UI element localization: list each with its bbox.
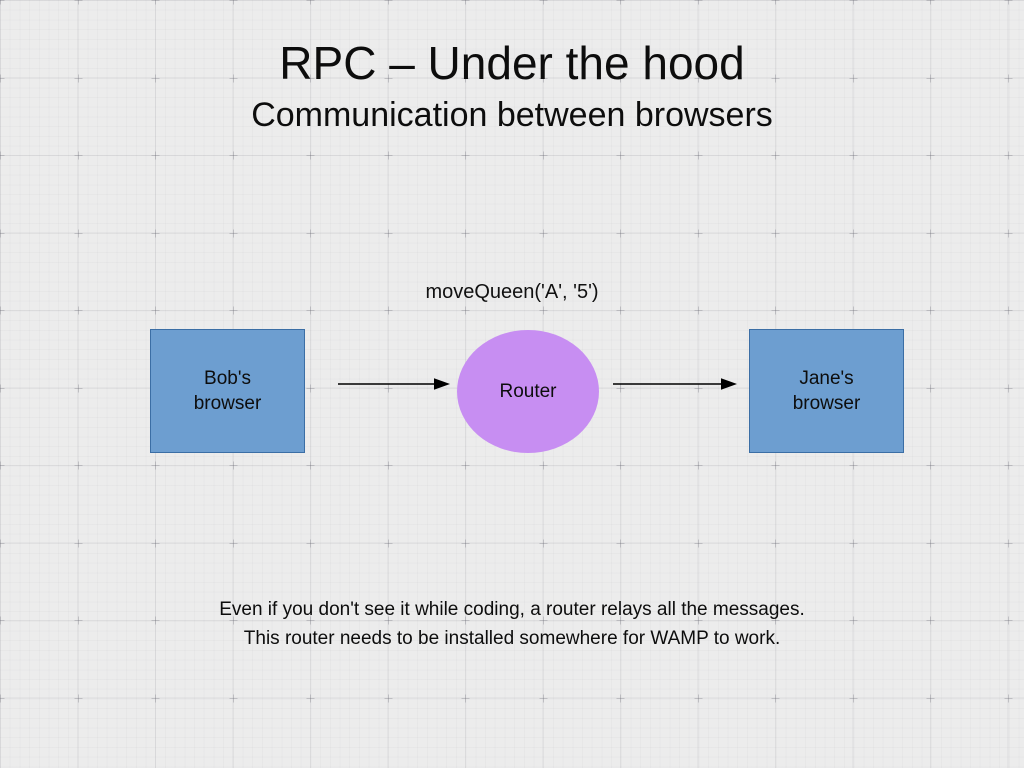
- rpc-call-label: moveQueen('A', '5'): [425, 281, 599, 303]
- node-router[interactable]: Router: [457, 330, 599, 453]
- title-block: RPC – Under the hood Communication betwe…: [0, 37, 1024, 135]
- node-jane-browser-label: Jane's browser: [792, 367, 861, 414]
- slide-caption: Even if you don't see it while coding, a…: [219, 599, 805, 649]
- page-subtitle: Communication between browsers: [251, 95, 773, 134]
- node-router-label: Router: [499, 380, 557, 402]
- node-bob-browser[interactable]: Bob's browser: [150, 329, 305, 453]
- arrow-router-to-jane-icon: [613, 378, 737, 390]
- node-bob-browser-label: Bob's browser: [193, 367, 262, 414]
- arrow-bob-to-router-icon: [338, 378, 450, 390]
- node-jane-browser[interactable]: Jane's browser: [749, 329, 904, 453]
- page-title: RPC – Under the hood: [279, 37, 745, 89]
